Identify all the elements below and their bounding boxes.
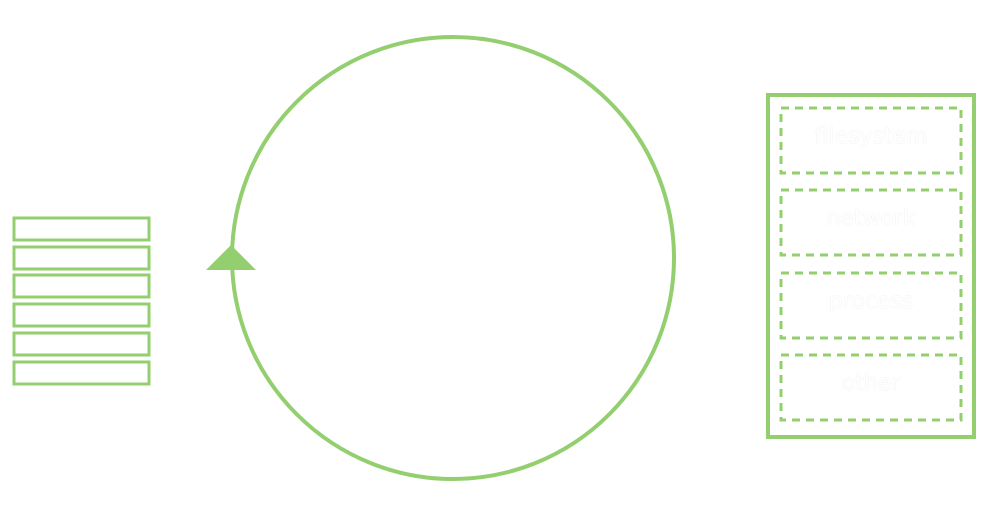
modules-container (766, 93, 976, 439)
queue-slot (12, 273, 151, 299)
module-label-filesystem: filesystem (814, 124, 928, 149)
event-loop-circle (230, 35, 676, 481)
module-box-process (779, 271, 963, 340)
module-box-filesystem (779, 106, 963, 175)
module-box-network (779, 188, 963, 257)
module-label-network: network (826, 206, 916, 231)
event-queue (12, 216, 151, 386)
module-box-other (779, 353, 963, 422)
queue-slot (12, 216, 151, 242)
queue-slot (12, 360, 151, 386)
queue-slot (12, 331, 151, 357)
queue-slot (12, 245, 151, 271)
loop-direction-arrow-icon (206, 245, 256, 270)
modules-labels: filesystem network process other (768, 95, 974, 437)
queue-slot (12, 302, 151, 328)
module-label-process: process (828, 289, 914, 314)
module-label-other: other (841, 371, 901, 396)
